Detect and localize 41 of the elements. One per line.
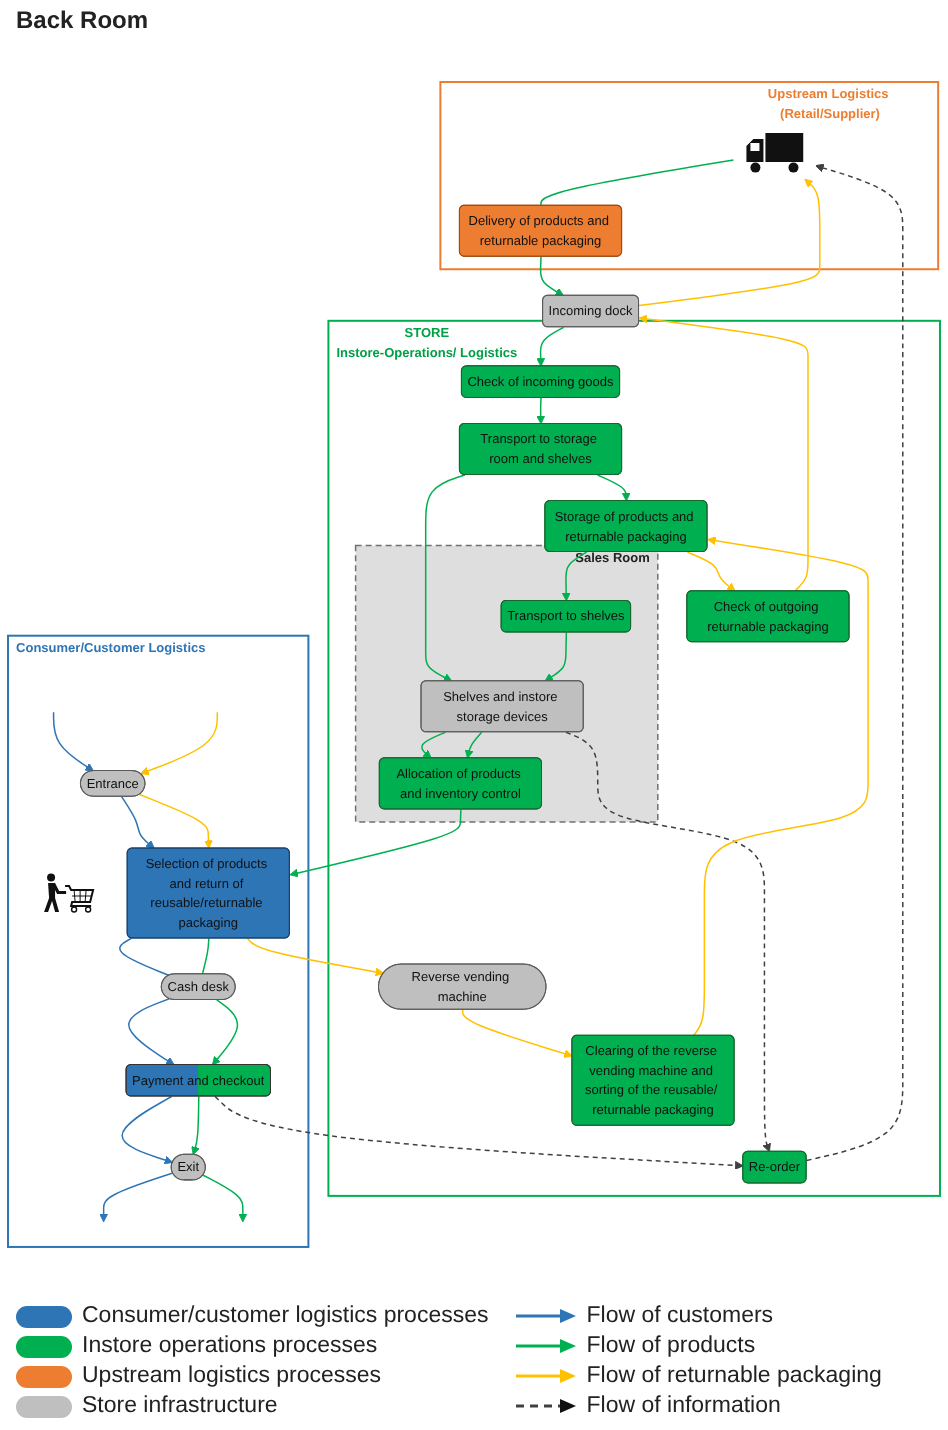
arrow — [211, 999, 239, 1066]
legend-text: Flow of information — [586, 1394, 781, 1418]
legend-text: Store infrastructure — [82, 1394, 278, 1418]
arrow — [214, 1096, 744, 1171]
arrow — [140, 712, 219, 776]
arrow — [191, 1096, 200, 1156]
arrow — [686, 551, 736, 593]
arrow — [536, 397, 546, 425]
arrow — [638, 179, 821, 307]
arrow — [202, 1175, 248, 1223]
legend-text: Instore operations processes — [82, 1334, 378, 1358]
arrow — [121, 1096, 174, 1165]
legend-text: Consumer/customer logistics processes — [82, 1304, 489, 1328]
arrow — [99, 1172, 174, 1223]
arrow — [289, 809, 462, 878]
arrow — [561, 551, 588, 602]
arrow — [539, 256, 565, 297]
arrow — [692, 536, 869, 1037]
legend-text: Upstream logistics processes — [82, 1364, 382, 1388]
connector — [540, 159, 735, 207]
arrow — [536, 327, 565, 368]
arrow — [544, 632, 568, 683]
area-label: Back Room — [16, 6, 149, 34]
legend-text: Flow of returnable packaging — [586, 1364, 882, 1388]
arrow — [461, 1009, 573, 1059]
connector — [201, 938, 210, 976]
legend-text: Flow of products — [586, 1334, 756, 1358]
legend-text: Flow of customers — [586, 1304, 774, 1328]
arrow — [805, 164, 904, 1162]
arrow — [638, 315, 809, 593]
arrow — [421, 732, 447, 760]
arrow — [565, 732, 771, 1153]
arrow — [120, 796, 155, 850]
arrow — [596, 474, 631, 502]
arrow — [138, 794, 213, 850]
arrow — [52, 712, 94, 772]
arrow — [424, 474, 466, 683]
connector — [119, 938, 171, 977]
arrow — [128, 998, 175, 1066]
arrow — [246, 938, 385, 977]
arrow — [464, 732, 483, 760]
